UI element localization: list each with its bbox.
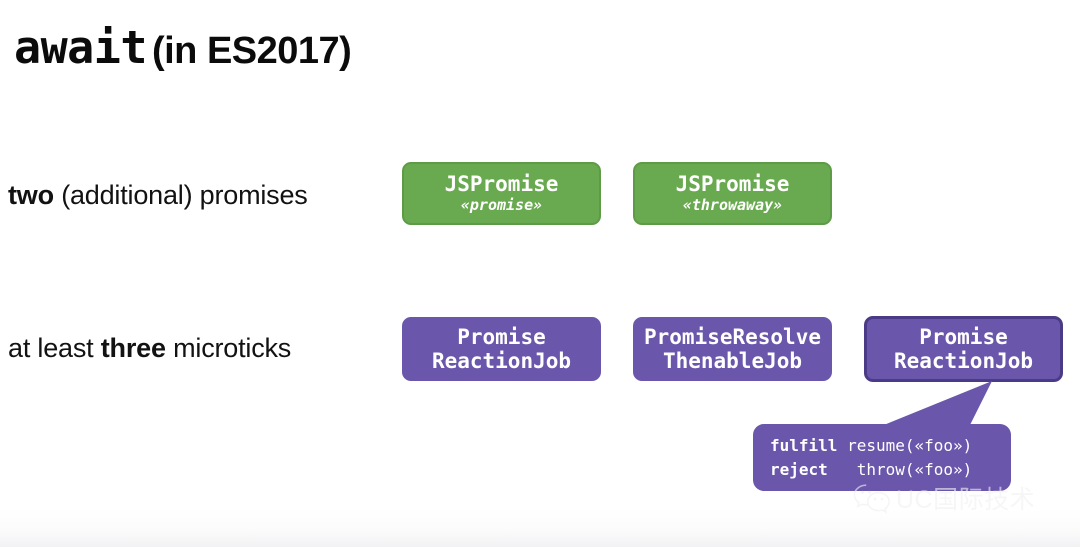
callout-value-reject: throw(«foo») — [856, 459, 973, 479]
row-label-microticks-emphasis: three — [100, 333, 166, 363]
callout-tail-icon — [874, 381, 992, 429]
node-jspromise-throwaway: JSPromise «throwaway» — [633, 162, 832, 225]
callout-key-fulfill: fulfill — [770, 436, 838, 456]
callout-key-reject: reject — [770, 459, 828, 479]
callout-bubble: fulfill resume(«foo») reject throw(«foo»… — [753, 424, 1011, 491]
node-line-1: Promise — [919, 324, 1008, 349]
row-label-microticks-post: microticks — [165, 333, 292, 363]
node-line-1: PromiseResolve — [643, 324, 821, 349]
node-line-2: ThenableJob — [662, 349, 803, 373]
node-line-1: Promise — [457, 324, 546, 349]
callout-value-fulfill: resume(«foo») — [847, 436, 973, 456]
node-promise-reaction-job-1: Promise ReactionJob — [402, 317, 601, 381]
node-promise-resolve-thenable-job: PromiseResolve ThenableJob — [633, 317, 832, 381]
row-label-promises: two (additional) promises — [8, 180, 308, 211]
node-subtitle: «promise» — [460, 196, 543, 215]
node-line-2: ReactionJob — [431, 349, 572, 373]
title-code-token: await — [14, 21, 147, 74]
node-subtitle: «throwaway» — [682, 196, 783, 215]
row-label-microticks-pre: at least — [8, 333, 101, 363]
row-label-microticks: at least three microticks — [8, 333, 291, 364]
node-title: JSPromise — [675, 172, 790, 197]
node-promise-reaction-job-2: Promise ReactionJob — [864, 316, 1063, 382]
title-suffix: (in ES2017) — [151, 30, 352, 72]
node-title: JSPromise — [444, 172, 559, 197]
row-label-promises-rest: (additional) promises — [53, 180, 308, 210]
page-title: await(in ES2017) — [14, 21, 352, 74]
node-jspromise-promise: JSPromise «promise» — [402, 162, 601, 225]
row-label-promises-emphasis: two — [8, 180, 54, 210]
node-line-2: ReactionJob — [893, 349, 1034, 373]
callout-text: fulfill resume(«foo») reject throw(«foo»… — [753, 434, 972, 480]
